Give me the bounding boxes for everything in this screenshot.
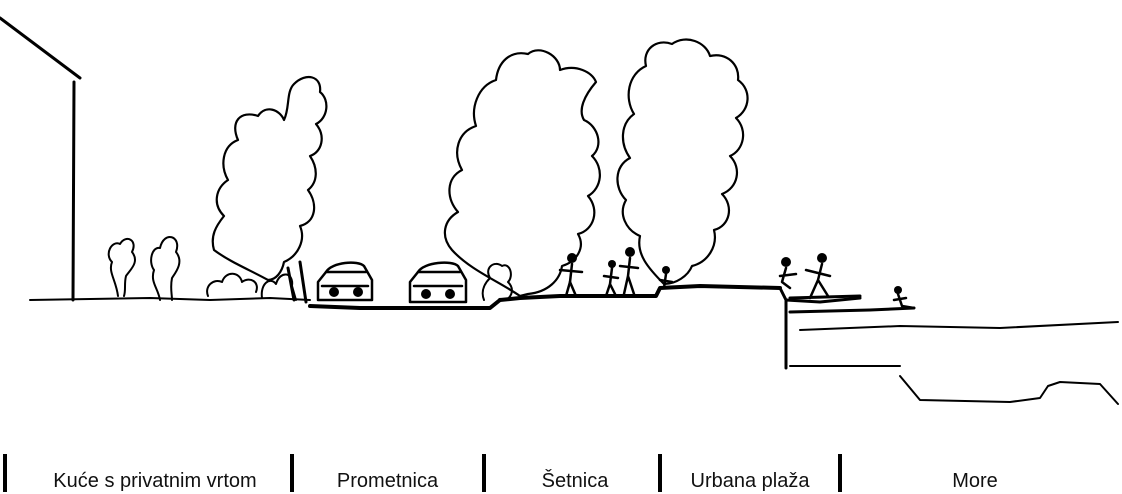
divider-3 bbox=[482, 454, 486, 492]
ground-line-gardens bbox=[29, 297, 311, 301]
zone-label-sea: More bbox=[952, 470, 998, 492]
urban-beach-deck bbox=[778, 286, 916, 370]
hedge-bushes bbox=[206, 260, 308, 304]
parked-car-right bbox=[408, 261, 468, 304]
beach-people bbox=[778, 253, 916, 310]
promenade-tree-left bbox=[443, 49, 601, 298]
promenade-people bbox=[558, 247, 674, 298]
garden-tall-tree bbox=[211, 75, 328, 282]
zone-label-road: Prometnica bbox=[336, 470, 439, 492]
parked-car-left bbox=[316, 261, 374, 302]
divider-5 bbox=[838, 454, 842, 492]
zone-label-promenade: Šetnica bbox=[541, 470, 609, 492]
divider-4 bbox=[658, 454, 662, 492]
sea-drawing bbox=[789, 321, 1119, 405]
zone-label-bar: Kuće s privatnim vrtom Prometnica Šetnic… bbox=[0, 452, 1122, 494]
road-surface bbox=[308, 298, 502, 310]
divider-2 bbox=[290, 454, 294, 492]
house-drawing bbox=[0, 16, 82, 302]
zone-label-houses-gardens: Kuće s privatnim vrtom bbox=[53, 470, 257, 492]
street-cross-section-sketch bbox=[0, 16, 1119, 405]
promenade-tree-right bbox=[616, 38, 749, 286]
promenade-surface bbox=[498, 284, 782, 302]
zone-label-urban-beach: Urbana plaža bbox=[690, 470, 810, 492]
divider-1 bbox=[3, 454, 7, 492]
garden-trees bbox=[107, 236, 181, 301]
promenade-bush bbox=[481, 262, 513, 301]
